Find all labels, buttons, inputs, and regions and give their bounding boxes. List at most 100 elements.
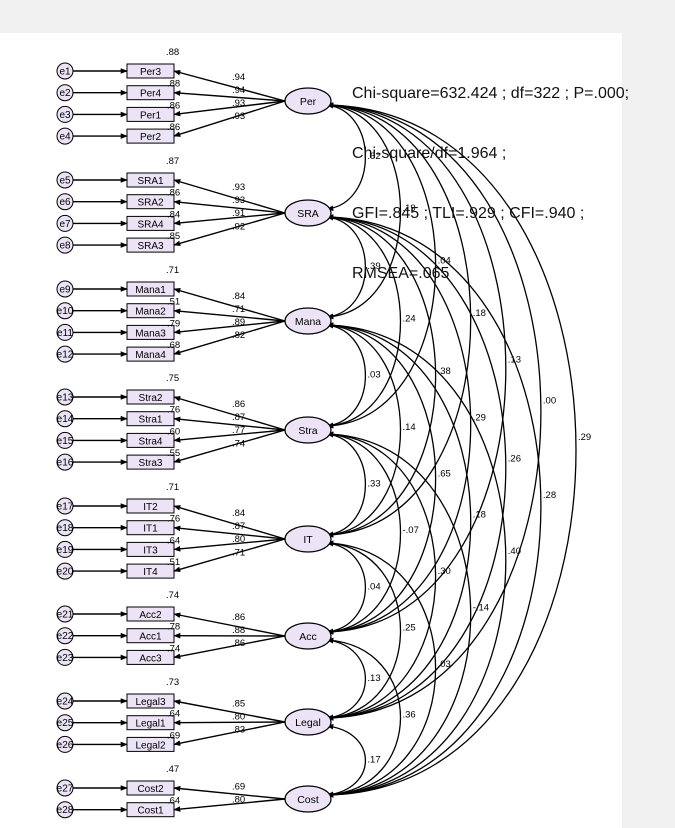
- r-squared-Stra2: .75: [166, 373, 179, 384]
- correlation-mana-acc: [326, 322, 437, 635]
- error-label-e25: e25: [57, 718, 74, 729]
- loading-path-Stra2: [173, 396, 286, 431]
- loading-value-Acc1: .88: [232, 625, 245, 636]
- r-squared-Per1: .86: [167, 100, 180, 111]
- indicator-label-Stra1: Stra1: [139, 415, 163, 426]
- r-squared-SRA3: .85: [167, 231, 180, 242]
- loading-path-Mana1: [173, 288, 286, 322]
- loading-path-Legal1: [173, 719, 286, 726]
- error-label-e15: e15: [57, 436, 74, 447]
- loading-value-Mana2: .71: [232, 304, 245, 315]
- factor-label-it: IT: [303, 534, 313, 546]
- r-squared-Stra1: .76: [167, 405, 180, 416]
- r-squared-Stra4: .60: [167, 426, 180, 437]
- loading-path-SRA2: [173, 199, 286, 214]
- error-label-e5: e5: [59, 176, 71, 187]
- r-squared-SRA1: .87: [166, 156, 179, 167]
- factor-per: [284, 87, 332, 115]
- right-scroll-area: [622, 0, 675, 828]
- correlation-per-cost: [326, 102, 577, 798]
- indicator-label-Per2: Per2: [140, 132, 162, 143]
- error-label-e27: e27: [57, 784, 74, 795]
- loading-value-Per2: .93: [232, 111, 245, 122]
- loading-path-IT2: [173, 505, 286, 540]
- correlation-value-mana-legal: .18: [473, 510, 486, 521]
- loading-value-Mana4: .82: [232, 330, 245, 341]
- correlation-sra-cost: [326, 214, 542, 798]
- correlation-per-mana: [326, 102, 402, 320]
- indicator-label-Per3: Per3: [140, 67, 162, 78]
- correlation-value-sra-stra: .24: [403, 314, 416, 325]
- loading-value-SRA3: .92: [232, 221, 245, 232]
- r-squared-SRA4: .84: [167, 209, 180, 220]
- correlation-value-legal-cost: .17: [367, 755, 380, 766]
- correlation-value-stra-it: .33: [367, 479, 380, 490]
- correlation-value-sra-it: .38: [438, 366, 451, 377]
- loading-path-Stra4: [173, 429, 286, 443]
- error-label-e20: e20: [57, 567, 74, 578]
- r-squared-IT3: .64: [167, 535, 180, 546]
- correlation-value-sra-mana: .39: [367, 261, 380, 272]
- error-label-e6: e6: [59, 197, 71, 208]
- r-squared-Per2: .86: [167, 122, 180, 133]
- correlation-stra-cost: [326, 431, 472, 798]
- indicator-label-IT3: IT3: [143, 545, 158, 556]
- loading-value-Stra1: .87: [232, 412, 245, 423]
- r-squared-Mana4: .68: [167, 340, 180, 351]
- indicator-label-Per1: Per1: [140, 110, 162, 121]
- factor-legal: [284, 708, 332, 736]
- error-label-e3: e3: [59, 110, 71, 121]
- loading-path-IT1: [173, 525, 286, 540]
- factor-label-legal: Legal: [295, 717, 321, 729]
- correlation-value-stra-acc: -.07: [403, 525, 419, 536]
- r-squared-Legal3: .73: [166, 677, 179, 688]
- loading-path-SRA1: [173, 179, 286, 214]
- r-squared-IT2: .71: [166, 482, 179, 493]
- r-squared-Mana2: .51: [167, 297, 180, 308]
- indicator-label-SRA1: SRA1: [137, 176, 164, 187]
- loading-path-IT3: [173, 538, 286, 552]
- loading-path-SRA4: [173, 212, 286, 226]
- loading-value-IT3: .80: [232, 534, 245, 545]
- correlation-mana-stra: [326, 322, 367, 429]
- loading-value-IT4: .71: [232, 547, 245, 558]
- factor-label-per: Per: [300, 96, 317, 108]
- loading-value-Per4: .94: [232, 85, 245, 96]
- loading-path-Per2: [173, 100, 286, 137]
- correlation-value-stra-legal: .30: [438, 566, 451, 577]
- correlation-mana-cost: [326, 322, 507, 798]
- r-squared-Per3: .88: [166, 47, 179, 58]
- error-label-e21: e21: [57, 610, 74, 621]
- loading-path-IT4: [173, 538, 286, 573]
- indicator-label-Per4: Per4: [140, 89, 162, 100]
- error-label-e14: e14: [57, 414, 74, 425]
- loading-value-SRA1: .93: [232, 182, 245, 193]
- correlation-it-legal: [326, 540, 401, 721]
- factor-label-mana: Mana: [295, 316, 321, 328]
- loading-path-SRA3: [173, 212, 286, 247]
- factor-cost: [284, 785, 332, 813]
- loading-path-Legal3: [173, 699, 286, 723]
- factor-label-stra: Stra: [298, 425, 317, 437]
- error-label-e16: e16: [57, 458, 74, 469]
- factor-label-cost: Cost: [297, 794, 319, 806]
- correlation-per-stra: [326, 102, 437, 429]
- loading-value-Cost1: .80: [232, 794, 245, 805]
- correlation-sra-stra: [326, 214, 402, 429]
- loading-value-Per3: .94: [232, 72, 245, 83]
- indicator-label-Mana1: Mana1: [135, 285, 166, 296]
- correlation-sra-mana: [326, 214, 367, 320]
- loading-path-Legal2: [173, 721, 286, 746]
- loading-value-SRA4: .91: [232, 208, 245, 219]
- correlation-value-acc-cost: .36: [403, 710, 416, 721]
- error-label-e28: e28: [57, 805, 74, 816]
- correlation-value-per-stra: .04: [438, 256, 451, 267]
- correlation-sra-it: [326, 214, 437, 538]
- r-squared-Legal2: .69: [167, 730, 180, 741]
- top-bar: [0, 0, 622, 33]
- error-label-e8: e8: [59, 241, 71, 252]
- loading-value-IT1: .87: [232, 521, 245, 532]
- fit-line-gfi-tli-cfi: GFI=.845 ; TLI=.929 ; CFI=.940 ;: [352, 205, 585, 222]
